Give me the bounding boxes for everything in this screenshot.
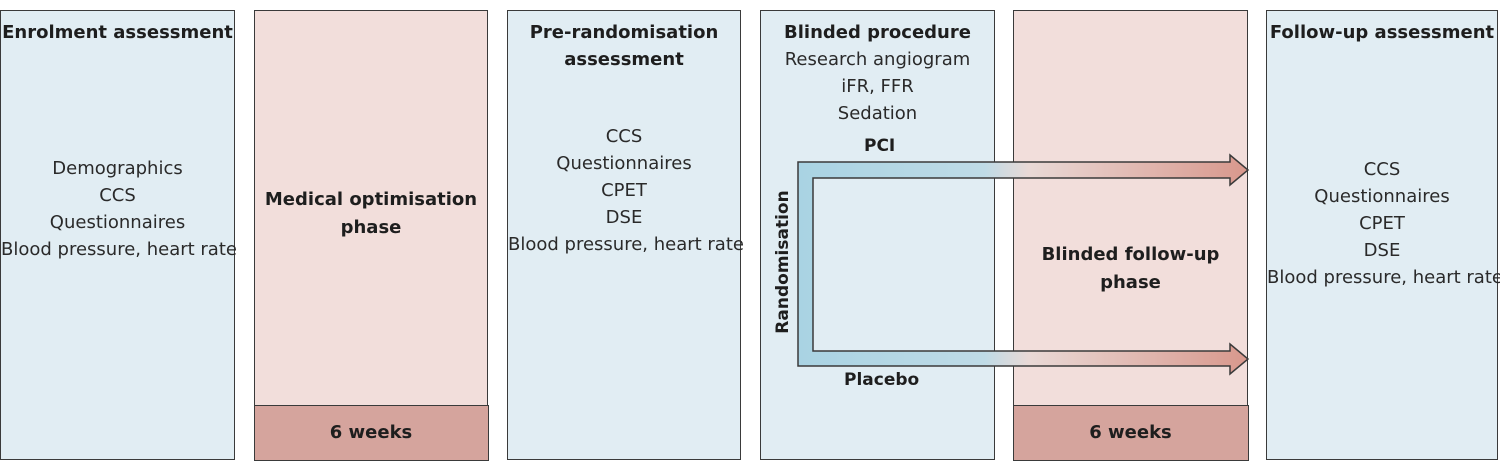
pci-arm-label: PCI: [864, 136, 896, 156]
title-line: assessment: [564, 49, 684, 70]
enrolment-item: CCS: [99, 185, 136, 206]
phase-label-line: phase: [1100, 272, 1161, 293]
phase-label-line: Medical optimisation: [264, 189, 478, 210]
blinded-procedure-item: Research angiogram: [784, 49, 971, 70]
placebo-arm-label: Placebo: [844, 370, 920, 390]
enrolment-item: Questionnaires: [49, 212, 186, 233]
medical-optimisation-box: Medical optimisation phase 6 weeks: [253, 10, 489, 461]
enrolment-assessment-box: Enrolment assessment Demographics CCS Qu…: [0, 10, 237, 460]
pre-randomisation-item: DSE: [605, 207, 643, 228]
followup-item: Questionnaires: [1314, 186, 1450, 207]
pre-randomisation-box: Pre-randomisation assessment CCS Questio…: [507, 10, 744, 460]
pre-randomisation-item: Questionnaires: [556, 153, 692, 174]
followup-assessment-items: CCS Questionnaires CPET DSE Blood pressu…: [1267, 156, 1500, 291]
enrolment-items: Demographics CCS Questionnaires Blood pr…: [1, 155, 237, 263]
followup-item: CCS: [1363, 159, 1401, 180]
medical-duration-badge: 6 weeks: [253, 404, 489, 461]
medical-optimisation-label: Medical optimisation phase: [255, 186, 487, 242]
blinded-procedure-item: Sedation: [837, 103, 918, 124]
followup-assessment-title: Follow-up assessment: [1269, 22, 1495, 43]
blinded-procedure-items: Research angiogram iFR, FFR Sedation: [761, 46, 994, 127]
pre-randomisation-item: Blood pressure, heart rate: [508, 234, 744, 255]
pre-randomisation-item: CCS: [605, 126, 643, 147]
followup-item: Blood pressure, heart rate: [1267, 267, 1500, 288]
followup-assessment-box: Follow-up assessment CCS Questionnaires …: [1266, 10, 1500, 460]
blinded-followup-box: Blinded follow-up phase 6 weeks: [1012, 10, 1249, 461]
phase-label-line: phase: [340, 217, 402, 238]
enrolment-title: Enrolment assessment: [2, 22, 233, 43]
phase-label-line: Blinded follow-up: [1041, 244, 1220, 265]
blinded-followup-label: Blinded follow-up phase: [1014, 241, 1247, 297]
blinded-procedure-item: iFR, FFR: [841, 76, 914, 97]
blinded-procedure-title: Blinded procedure: [784, 22, 971, 43]
pre-randomisation-item: CPET: [601, 180, 647, 201]
followup-item: CPET: [1359, 213, 1405, 234]
pre-randomisation-title: Pre-randomisation assessment: [508, 19, 740, 73]
pre-randomisation-items: CCS Questionnaires CPET DSE Blood pressu…: [508, 123, 744, 258]
title-line: Pre-randomisation: [529, 22, 719, 43]
followup-duration-badge: 6 weeks: [1012, 404, 1249, 461]
followup-item: DSE: [1363, 240, 1401, 261]
randomisation-label: Randomisation: [773, 190, 793, 334]
enrolment-item: Blood pressure, heart rate: [1, 239, 237, 260]
enrolment-item: Demographics: [52, 158, 183, 179]
arrow-bracket: [797, 153, 1250, 376]
